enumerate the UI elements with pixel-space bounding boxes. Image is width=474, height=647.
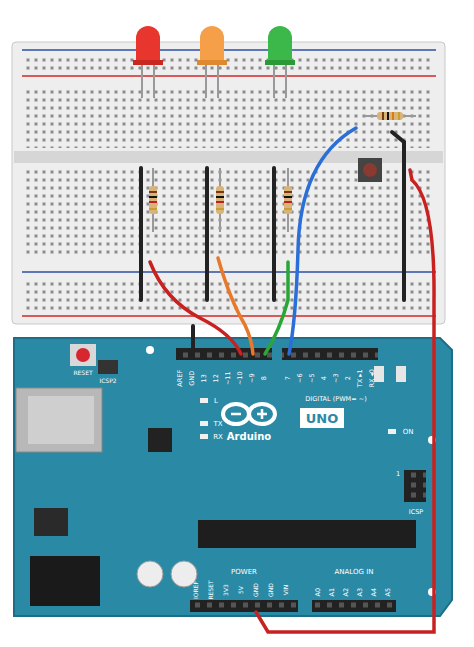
pin-label: A5 xyxy=(385,588,392,597)
header-label: ANALOG IN xyxy=(335,569,374,576)
board-name: UNO xyxy=(306,412,339,425)
pin-label: A2 xyxy=(343,588,350,597)
pin-label: RESET xyxy=(208,580,214,599)
led-label: RX xyxy=(213,434,223,441)
led-label: L xyxy=(214,398,218,405)
led-red xyxy=(133,26,163,98)
pin-label: 7 xyxy=(285,376,292,380)
jumper-wires xyxy=(150,128,434,632)
pin-label: 4 xyxy=(321,376,328,380)
pin-label: ~6 xyxy=(297,373,304,383)
header-label: DIGITAL (PWM= ~) xyxy=(305,396,366,403)
pin-label: 12 xyxy=(213,374,220,382)
ground-wires xyxy=(141,132,404,300)
pin-label: ~5 xyxy=(309,373,316,383)
pin-label: ~9 xyxy=(249,373,256,383)
pin-label: IOREF xyxy=(193,581,199,599)
pin-label: A1 xyxy=(329,588,336,597)
pin-label: 8 xyxy=(261,376,268,380)
led-label: TX xyxy=(213,421,222,428)
led-green xyxy=(265,26,295,98)
breadboard xyxy=(12,42,445,324)
pin-label: 13 xyxy=(201,374,208,382)
header-label: ICSP2 xyxy=(99,378,116,384)
pin-label: GND xyxy=(253,583,259,597)
pin-label: A4 xyxy=(371,588,378,597)
brand-name: Arduino xyxy=(227,432,271,442)
pin-label: A3 xyxy=(357,588,364,597)
led-orange xyxy=(197,26,227,98)
pin-label: RX ◂0 xyxy=(369,369,376,387)
pin-label: GND xyxy=(189,371,196,386)
pin-label: 2 xyxy=(345,376,352,380)
pin-label: AREF xyxy=(177,370,184,387)
pin-label: A0 xyxy=(315,588,322,597)
pin-label: ~10 xyxy=(237,371,244,385)
resistors xyxy=(149,112,416,232)
pin-label: ~3 xyxy=(333,373,340,383)
arduino-uno-board xyxy=(14,338,452,616)
pin-label: 3V3 xyxy=(223,584,229,596)
pin-number: 1 xyxy=(396,471,400,478)
reset-label: RESET xyxy=(73,370,92,376)
led-label: ON xyxy=(403,429,414,436)
arduino-logo xyxy=(223,404,275,424)
pin-label: GND xyxy=(268,583,274,597)
pin-label: ~11 xyxy=(225,371,232,385)
pushbutton xyxy=(358,158,382,182)
header-label: ICSP xyxy=(409,509,424,516)
pin-label: 5V xyxy=(238,586,244,594)
pin-label: VIN xyxy=(283,585,289,595)
header-label: POWER xyxy=(231,569,257,576)
pin-label: TX ▸1 xyxy=(357,369,364,387)
